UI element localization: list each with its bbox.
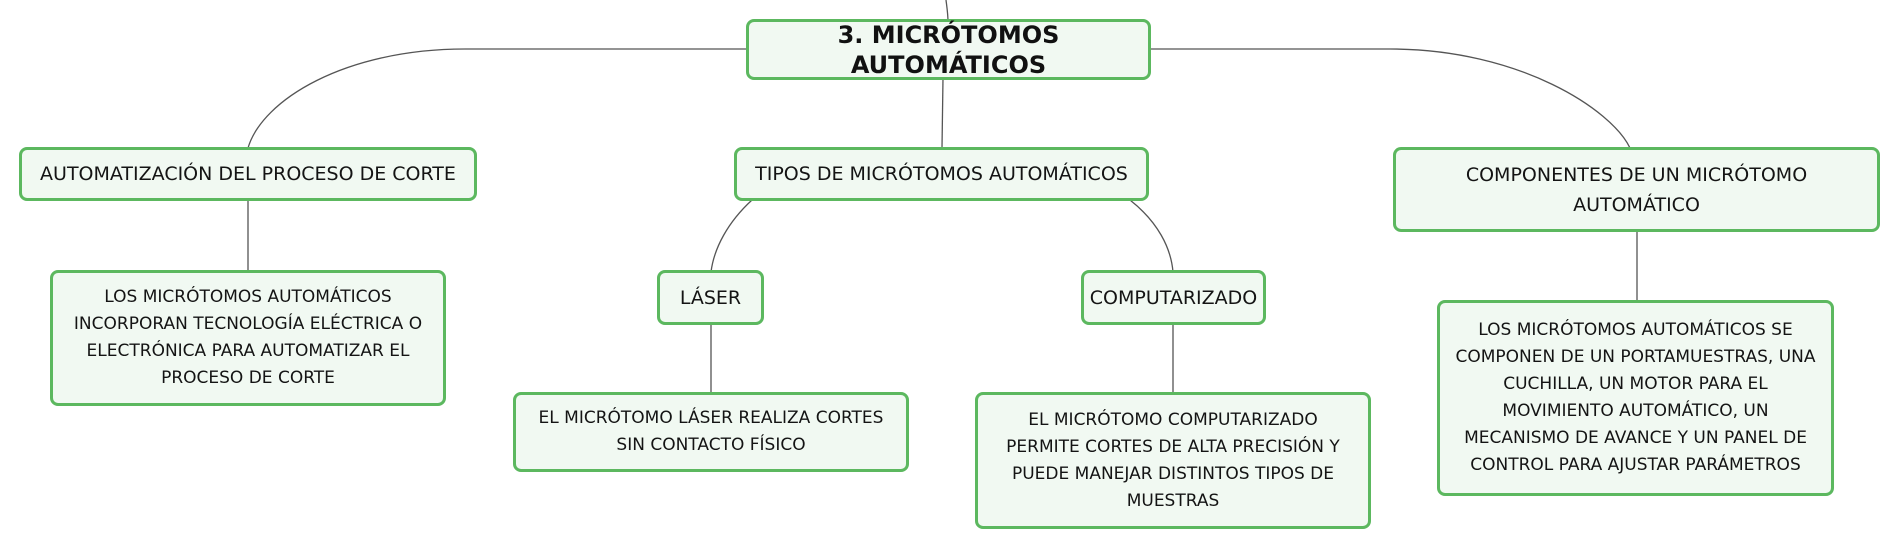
connector-root-to-tipos [941,77,944,149]
detail-node-componentes-text: LOS MICRÓTOMOS AUTOMÁTICOS SE COMPONEN D… [1455,320,1816,475]
branch-node-componentes-label: COMPONENTES DE UN MICRÓTOMO AUTOMÁTICO [1465,163,1808,216]
detail-node-automatizacion[interactable]: LOS MICRÓTOMOS AUTOMÁTICOS INCORPORAN TE… [50,270,446,406]
type-node-laser[interactable]: LÁSER [657,270,764,325]
branch-node-tipos-label: TIPOS DE MICRÓTOMOS AUTOMÁTICOS [755,163,1128,185]
connector-tipos-to-computarizado [1129,199,1174,273]
detail-node-componentes[interactable]: LOS MICRÓTOMOS AUTOMÁTICOS SE COMPONEN D… [1437,300,1834,496]
detail-node-laser-text: EL MICRÓTOMO LÁSER REALIZA CORTES SIN CO… [538,408,884,455]
branch-node-automatizacion[interactable]: AUTOMATIZACIÓN DEL PROCESO DE CORTE [19,147,477,201]
detail-node-automatizacion-text: LOS MICRÓTOMOS AUTOMÁTICOS INCORPORAN TE… [73,287,423,388]
type-node-computarizado-label: COMPUTARIZADO [1089,286,1258,309]
connector-root-to-componentes [1150,48,1631,149]
connector-root-to-automatizacion [247,48,746,149]
connector-tipos-to-laser [710,199,753,273]
branch-node-tipos[interactable]: TIPOS DE MICRÓTOMOS AUTOMÁTICOS [734,147,1149,201]
type-node-laser-label: LÁSER [679,286,742,309]
type-node-computarizado[interactable]: COMPUTARIZADO [1081,270,1266,325]
root-node-label: 3. MICRÓTOMOS AUTOMÁTICOS [837,20,1060,79]
detail-node-computarizado-text: EL MICRÓTOMO COMPUTARIZADO PERMITE CORTE… [1006,409,1340,511]
branch-node-automatizacion-label: AUTOMATIZACIÓN DEL PROCESO DE CORTE [40,163,456,185]
branch-node-componentes[interactable]: COMPONENTES DE UN MICRÓTOMO AUTOMÁTICO [1393,147,1880,232]
detail-node-computarizado[interactable]: EL MICRÓTOMO COMPUTARIZADO PERMITE CORTE… [975,392,1371,529]
detail-node-laser[interactable]: EL MICRÓTOMO LÁSER REALIZA CORTES SIN CO… [513,392,909,472]
root-node[interactable]: 3. MICRÓTOMOS AUTOMÁTICOS [746,19,1151,80]
